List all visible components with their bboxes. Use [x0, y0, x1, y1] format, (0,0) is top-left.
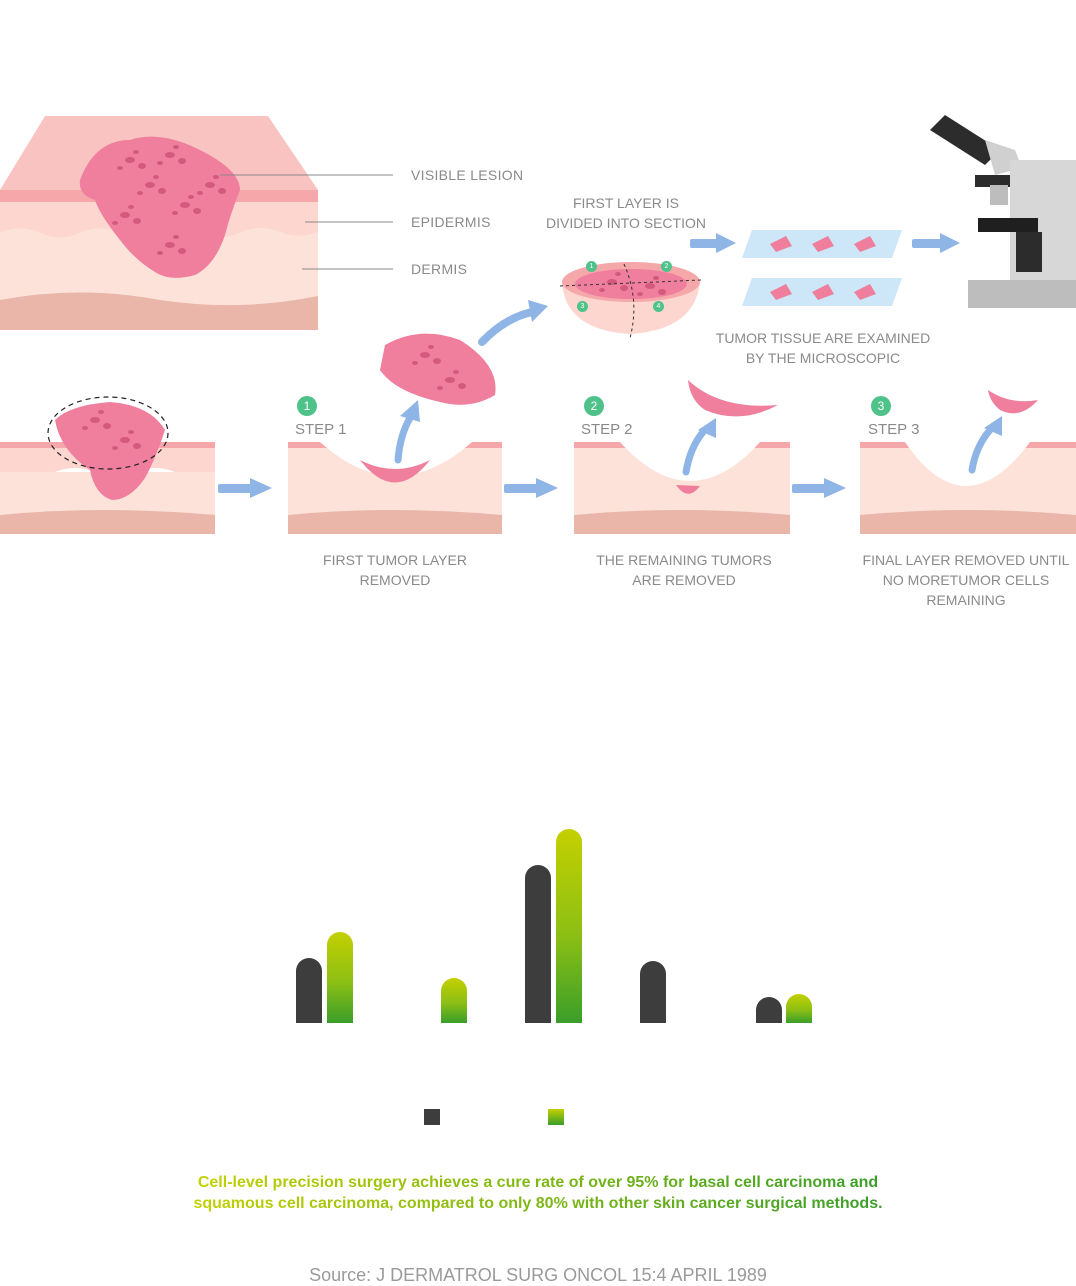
step-2-caption: THE REMAINING TUMORS ARE REMOVED: [572, 550, 796, 590]
step-1-caption-line-1: FIRST TUMOR LAYER: [323, 552, 467, 568]
step-1-caption: FIRST TUMOR LAYER REMOVED: [290, 550, 500, 590]
step-2-badge: 2: [584, 396, 604, 416]
section-marker-3: 3: [577, 301, 588, 312]
step-1-badge: 1: [297, 396, 317, 416]
bar-group-4-dark: [640, 961, 666, 1023]
bar-group-5-dark: [756, 997, 782, 1023]
step-2-label: STEP 2: [581, 421, 633, 438]
step-2-caption-line-1: THE REMAINING TUMORS: [596, 552, 772, 568]
step-3-caption-line-1: FINAL LAYER REMOVED UNTIL: [862, 552, 1070, 568]
bar-group-1-dark: [296, 958, 322, 1023]
microscope-icon: [930, 115, 1076, 308]
label-epidermis: EPIDERMIS: [411, 214, 491, 230]
section-marker-2: 2: [661, 261, 672, 272]
step-1-label: STEP 1: [295, 421, 347, 438]
first-layer-caption-line-1: FIRST LAYER IS: [572, 195, 680, 211]
bar-group-3-dark: [525, 865, 551, 1023]
bar-group-2-green: [441, 978, 467, 1023]
bar-group-1-green: [327, 932, 353, 1023]
skin-cross-section-illustration: [0, 116, 318, 330]
tissue-caption: TUMOR TISSUE ARE EXAMINED BY THE MICROSC…: [705, 328, 941, 368]
step-3-badge: 3: [871, 396, 891, 416]
bar-group-5-green: [786, 994, 812, 1023]
first-layer-caption-line-2: DIVIDED INTO SECTION: [546, 215, 706, 231]
sectioned-tissue-illustration: [559, 262, 703, 339]
comparison-bar-chart: [0, 800, 1076, 1023]
step-3-caption: FINAL LAYER REMOVED UNTIL NO MORETUMOR C…: [852, 550, 1076, 610]
summary-text: Cell-level precision surgery achieves a …: [0, 1172, 1076, 1214]
skin-block-step-3: [860, 390, 1076, 534]
source-citation: Source: J DERMATROL SURG ONCOL 15:4 APRI…: [309, 1265, 767, 1285]
skin-block-step-2: [574, 380, 790, 534]
first-layer-caption: FIRST LAYER IS DIVIDED INTO SECTION: [535, 193, 717, 233]
step-3-caption-line-3: REMAINING: [926, 592, 1006, 608]
curved-arrow-icon: [394, 414, 994, 476]
arrow-right-icon: [690, 233, 960, 253]
slide-icon: [742, 230, 902, 306]
step-3-label: STEP 3: [868, 421, 920, 438]
bar-group-3-green: [556, 829, 582, 1023]
mohs-diagram: [0, 115, 1076, 534]
section-marker-4: 4: [653, 301, 664, 312]
summary-line-1: Cell-level precision surgery achieves a …: [197, 1174, 879, 1191]
legend-swatch-dark: [424, 1109, 440, 1125]
summary-line-2: squamous cell carcinoma, compared to onl…: [193, 1195, 883, 1212]
step-3-caption-line-2: NO MORETUMOR CELLS: [882, 572, 1050, 588]
step-1-caption-line-2: REMOVED: [359, 572, 431, 588]
label-visible-lesion: VISIBLE LESION: [411, 167, 524, 183]
tissue-caption-line-1: TUMOR TISSUE ARE EXAMINED: [715, 330, 931, 346]
skin-block-start: [0, 396, 215, 534]
step-2-caption-line-2: ARE REMOVED: [632, 572, 736, 588]
tissue-caption-line-2: BY THE MICROSCOPIC: [745, 350, 901, 366]
label-dermis: DERMIS: [411, 261, 468, 277]
section-marker-1: 1: [586, 261, 597, 272]
legend-swatch-green: [548, 1109, 564, 1125]
